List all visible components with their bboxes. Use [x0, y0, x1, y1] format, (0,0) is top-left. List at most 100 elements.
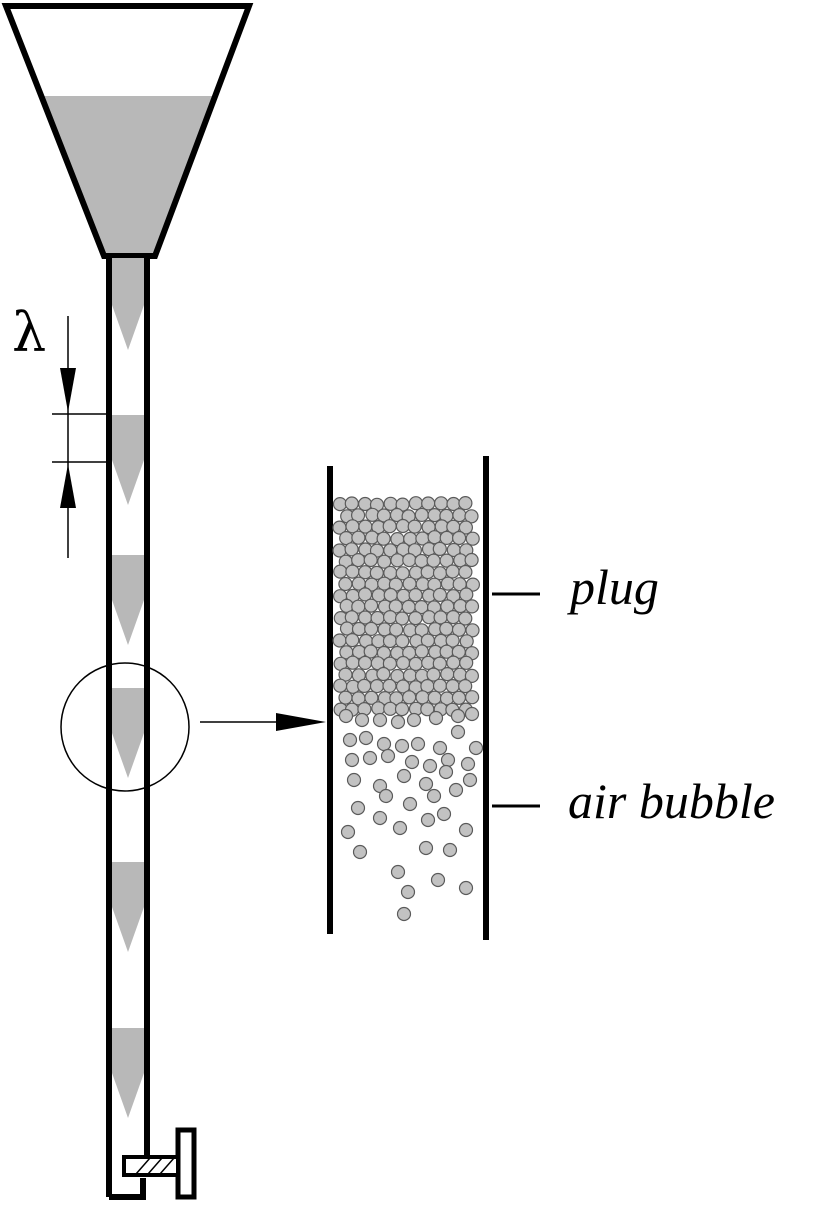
grain: [390, 864, 406, 880]
grain: [333, 678, 348, 693]
arrow-down-icon: [60, 368, 76, 412]
grain: [452, 530, 467, 546]
magnified-section: [327, 456, 489, 940]
grain: [350, 800, 366, 816]
grain: [422, 758, 438, 774]
grain: [414, 507, 429, 523]
grain: [363, 552, 378, 568]
grain: [445, 564, 460, 579]
grain: [354, 712, 370, 728]
grain: [464, 668, 479, 684]
arrow-right-icon: [276, 713, 326, 731]
grain: [426, 788, 442, 804]
grain: [426, 667, 441, 682]
grain: [364, 598, 379, 613]
grain: [333, 564, 348, 579]
grain: [376, 531, 391, 546]
grain: [400, 884, 416, 900]
grain: [420, 812, 436, 828]
plug-label: plug: [570, 559, 659, 615]
grain: [382, 519, 397, 534]
plug-shape: [112, 862, 144, 952]
tube-bottom: [109, 1178, 146, 1200]
grain: [448, 782, 464, 798]
grain: [432, 678, 448, 693]
grain: [357, 678, 372, 694]
grain: [432, 740, 448, 756]
grain: [458, 611, 473, 626]
grain: [338, 690, 353, 705]
grain: [338, 576, 353, 592]
grain: [439, 553, 454, 568]
tube-plugs: [112, 258, 144, 1118]
grain: [364, 621, 379, 637]
grain: [372, 712, 388, 728]
grain: [418, 840, 434, 856]
grain: [465, 577, 480, 592]
grain: [372, 810, 388, 826]
grain: [402, 552, 417, 568]
grain: [408, 656, 423, 672]
grain: [465, 690, 480, 705]
grain: [358, 587, 373, 602]
grain: [459, 655, 474, 670]
valve-hatch: [135, 1157, 151, 1175]
grain: [464, 599, 480, 614]
tube: [106, 256, 150, 1200]
grain: [458, 880, 474, 896]
grain: [332, 633, 347, 648]
grain: [364, 530, 380, 545]
valve-stem: [122, 1155, 180, 1177]
grain: [418, 776, 434, 792]
grain: [338, 708, 354, 724]
grain: [406, 712, 422, 728]
grain: [420, 564, 435, 580]
grain: [436, 806, 452, 822]
grain: [392, 820, 408, 836]
plug-shape: [112, 688, 144, 778]
grain: [434, 496, 449, 511]
wavelength-dimension: [52, 316, 112, 558]
grain: [383, 609, 398, 625]
grain: [408, 610, 423, 626]
grain: [394, 738, 410, 754]
grain: [342, 732, 358, 748]
grain: [442, 842, 458, 858]
grain: [382, 633, 398, 649]
grain: [427, 530, 442, 545]
grain: [439, 621, 454, 636]
grain: [464, 552, 479, 568]
grain: [382, 678, 397, 694]
grain: [430, 872, 446, 888]
grain: [395, 634, 410, 649]
grain: [380, 748, 396, 764]
grain: [345, 564, 360, 579]
grain: [408, 496, 423, 511]
grain: [428, 710, 444, 726]
arrow-up-icon: [60, 464, 76, 508]
plug-shape: [112, 415, 144, 505]
particle-grains: [332, 496, 484, 922]
grain: [460, 756, 476, 772]
funnel-outline: [1, 3, 254, 259]
wavelength-label: λ: [12, 301, 47, 364]
grain: [440, 576, 455, 591]
grain: [390, 553, 405, 568]
grain: [440, 752, 456, 768]
grain: [458, 822, 474, 838]
grain: [352, 844, 368, 860]
grain: [450, 708, 466, 724]
valve-hatch: [147, 1157, 163, 1175]
grain: [389, 622, 404, 637]
grain: [358, 730, 374, 746]
grain: [445, 633, 460, 648]
plug-shape: [112, 555, 144, 645]
grain: [410, 736, 426, 752]
grain: [402, 690, 417, 705]
grain: [390, 714, 406, 730]
grain: [464, 509, 479, 524]
grain: [376, 736, 392, 752]
grain: [445, 678, 460, 694]
grain: [459, 587, 474, 602]
grain: [465, 531, 480, 546]
